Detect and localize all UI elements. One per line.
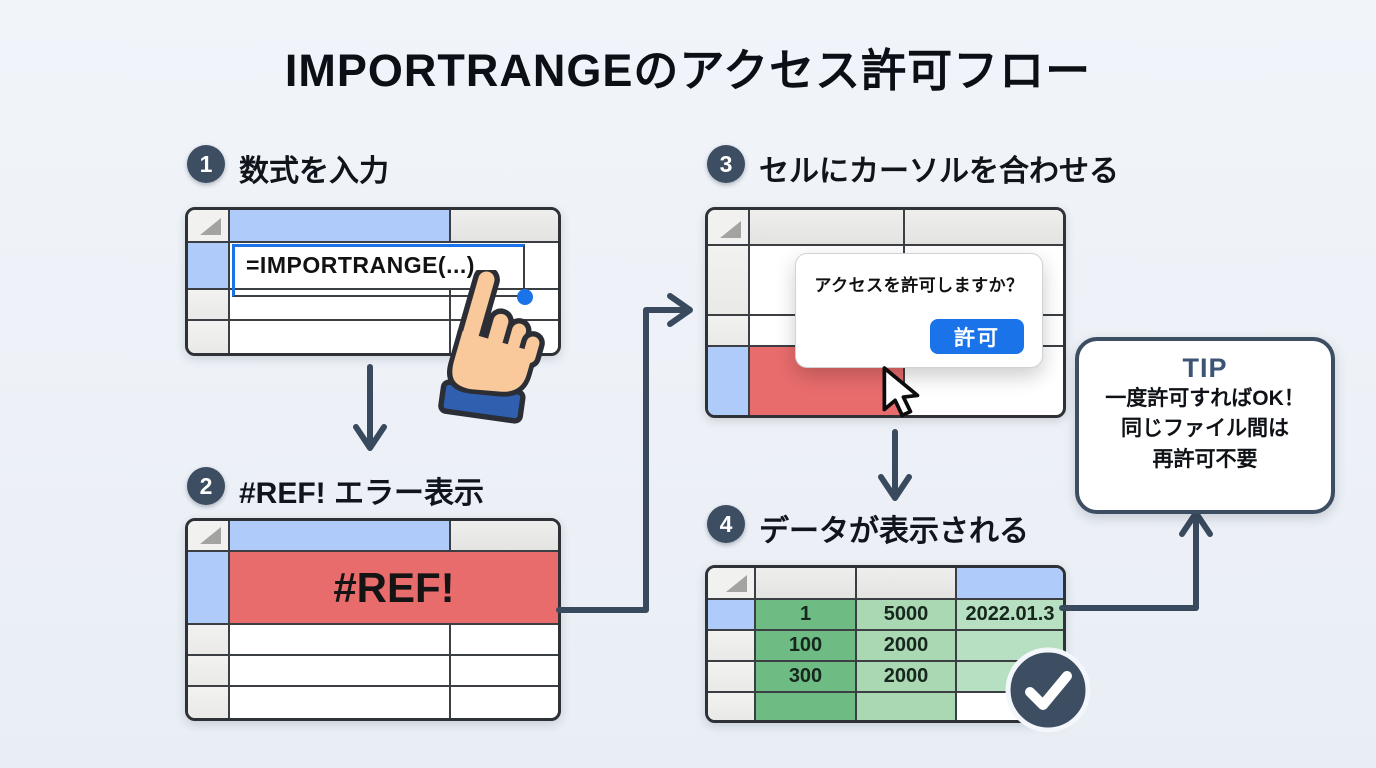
spreadsheet-step2: #REF!	[185, 518, 561, 721]
allow-button[interactable]: 許可	[930, 319, 1024, 354]
data-cell	[756, 693, 857, 720]
column-header	[905, 210, 1063, 246]
column-header	[451, 521, 558, 552]
data-cell: 2022.01.3	[957, 600, 1063, 631]
spreadsheet-step4: 1 5000 2022.01.3 100 2000 300 2000	[705, 565, 1066, 723]
data-cell: 1	[756, 600, 857, 631]
arrow-step3-to-step4	[878, 429, 912, 501]
empty-cell	[230, 687, 451, 718]
step-1-label: 数式を入力	[239, 155, 389, 188]
row-header	[188, 625, 230, 656]
mouse-cursor-icon	[882, 366, 920, 418]
tip-line: 再許可不要	[1152, 447, 1258, 471]
page-title: IMPORTRANGEのアクセス許可フロー	[284, 45, 1092, 96]
row-header-selected	[188, 243, 230, 290]
row-header-selected	[188, 552, 230, 625]
step-1-number: 1	[199, 150, 213, 177]
row-header	[188, 656, 230, 687]
arrow-step2-to-step3	[556, 293, 693, 613]
row-header	[708, 246, 750, 316]
tip-heading: TIP	[1182, 353, 1228, 383]
empty-cell	[451, 687, 558, 718]
row-header	[708, 693, 756, 720]
select-all-icon	[708, 210, 750, 246]
column-header-selected	[230, 521, 451, 552]
step-4-label: データが表示される	[759, 515, 1029, 548]
step-3-label: セルにカーソルを合わせる	[759, 155, 1119, 188]
data-cell: 100	[756, 631, 857, 662]
select-all-icon	[188, 521, 230, 552]
row-header	[708, 631, 756, 662]
column-header	[750, 210, 905, 246]
column-header-selected	[957, 568, 1063, 600]
data-cell: 5000	[857, 600, 957, 631]
step-3-badge: 3	[707, 145, 745, 183]
row-header-selected	[708, 600, 756, 631]
select-all-icon	[708, 568, 756, 600]
row-header	[188, 290, 230, 321]
row-header	[188, 687, 230, 718]
permission-dialog: アクセスを許可しますか？ 許可	[795, 253, 1043, 368]
hand-pointer-icon	[438, 270, 545, 424]
row-header-selected	[708, 347, 750, 415]
column-header	[857, 568, 957, 600]
step-4-badge: 4	[707, 505, 745, 543]
tip-line: 同じファイル間は	[1121, 417, 1289, 441]
formula-cell: =IMPORTRANGE(...)	[230, 243, 558, 290]
step-4-number: 4	[719, 510, 733, 537]
row-header	[188, 321, 230, 353]
data-cell: 2000	[857, 662, 957, 693]
data-cell	[857, 693, 957, 720]
row-header	[708, 662, 756, 693]
step-1-badge: 1	[187, 145, 225, 183]
column-header-selected	[230, 210, 451, 243]
step-2-badge: 2	[187, 467, 225, 505]
permission-dialog-message: アクセスを許可しますか？	[814, 276, 1024, 295]
arrow-step4-to-tip	[1059, 510, 1213, 611]
empty-cell	[230, 625, 451, 656]
checkmark-icon	[1005, 647, 1091, 733]
empty-cell	[451, 656, 558, 687]
empty-cell	[230, 321, 451, 353]
step-3-number: 3	[719, 150, 733, 177]
select-all-icon	[188, 210, 230, 243]
tip-box: TIP 一度許可すればOK！ 同じファイル間は 再許可不要	[1075, 337, 1335, 514]
empty-cell	[451, 625, 558, 656]
cell-selection-border	[232, 244, 533, 305]
arrow-step1-to-step2	[353, 364, 387, 451]
empty-cell	[230, 290, 451, 321]
step-2-number: 2	[199, 472, 213, 499]
column-header	[756, 568, 857, 600]
step-2-label: #REF! エラー表示	[239, 477, 485, 510]
data-cell: 2000	[857, 631, 957, 662]
tip-line: 一度許可すればOK！	[1105, 387, 1305, 410]
ref-error-cell: #REF!	[230, 552, 558, 625]
row-header	[708, 316, 750, 347]
empty-cell	[230, 656, 451, 687]
column-header	[451, 210, 558, 243]
data-cell: 300	[756, 662, 857, 693]
